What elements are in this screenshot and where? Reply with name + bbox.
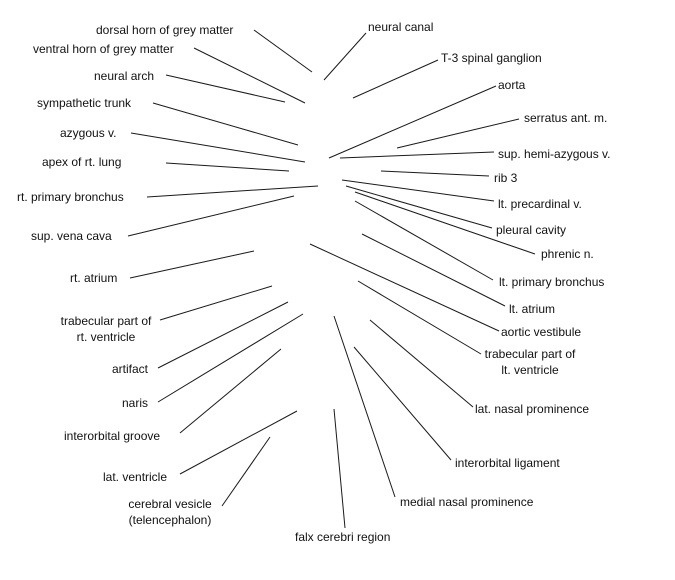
label-lt-atrium: lt. atrium: [509, 302, 556, 316]
label-naris: naris: [122, 396, 149, 410]
leader-apex-rt-lung: [165, 162, 290, 172]
label-ventral-horn: ventral horn of grey matter: [33, 42, 174, 56]
leader-naris: [157, 313, 304, 403]
label-medial-nasal-prominence: medial nasal prominence: [400, 495, 534, 509]
leader-t3-spinal-ganglion: [352, 59, 439, 99]
leader-lt-primary-bronchus: [354, 200, 494, 281]
leader-sympathetic-trunk: [152, 102, 299, 146]
leader-trabecular-lt: [357, 280, 482, 355]
label-lt-primary-bronchus: lt. primary bronchus: [499, 275, 605, 289]
leader-cerebral-vesicle: [221, 436, 271, 507]
label-neural-arch: neural arch: [94, 69, 155, 83]
leader-sup-hemi-azygous-v: [339, 151, 495, 159]
label-trabecular-lt-line2: lt. ventricle: [501, 363, 559, 377]
label-lat-nasal-prominence: lat. nasal prominence: [475, 402, 590, 416]
leader-medial-nasal-prominence: [333, 315, 396, 498]
label-t3-spinal-ganglion: T-3 spinal ganglion: [441, 51, 542, 65]
label-trabecular-rt-line2: rt. ventricle: [76, 330, 136, 344]
leader-lat-nasal-prominence: [369, 319, 474, 408]
label-phrenic-n: phrenic n.: [541, 247, 594, 261]
label-lt-precardinal-v: lt. precardinal v.: [498, 197, 582, 211]
leader-pleural-cavity: [345, 185, 493, 229]
leader-rib-3: [380, 170, 490, 177]
label-falx-cerebri: falx cerebri region: [295, 530, 391, 544]
leader-neural-arch: [165, 74, 286, 103]
leader-lt-atrium: [361, 233, 506, 307]
label-artifact: artifact: [112, 362, 149, 376]
leader-dorsal-horn: [253, 29, 313, 73]
label-cerebral-vesicle: cerebral vesicle (telencephalon): [120, 496, 220, 528]
leader-falx-cerebri: [333, 408, 346, 529]
label-interorbital-ligament: interorbital ligament: [455, 456, 560, 470]
label-interorbital-groove: interorbital groove: [64, 429, 161, 443]
label-aorta: aorta: [498, 78, 526, 92]
label-pleural-cavity: pleural cavity: [496, 223, 567, 237]
label-sup-vena-cava: sup. vena cava: [31, 229, 112, 243]
label-dorsal-horn: dorsal horn of grey matter: [96, 23, 234, 37]
leader-ventral-horn: [193, 47, 306, 104]
label-cerebral-vesicle-line2: (telencephalon): [128, 513, 212, 527]
label-lat-ventricle: lat. ventricle: [103, 470, 168, 484]
leader-serratus-ant-m: [396, 118, 520, 149]
leader-rt-atrium: [129, 250, 255, 279]
leader-interorbital-ligament: [353, 346, 452, 461]
label-cerebral-vesicle-line1: cerebral vesicle: [128, 497, 212, 511]
leader-neural-canal: [323, 32, 367, 81]
label-rt-primary-bronchus: rt. primary bronchus: [17, 190, 124, 204]
label-sympathetic-trunk: sympathetic trunk: [37, 96, 132, 110]
label-neural-canal: neural canal: [368, 20, 434, 34]
leader-aortic-vestibule: [309, 243, 500, 332]
leader-lat-ventricle: [179, 410, 298, 475]
leader-rt-primary-bronchus: [146, 185, 319, 198]
label-apex-rt-lung: apex of rt. lung: [42, 155, 122, 169]
label-rt-atrium: rt. atrium: [70, 271, 118, 285]
leader-azygous-v: [130, 132, 306, 163]
leader-artifact: [157, 301, 289, 369]
label-trabecular-lt: trabecular part of lt. ventricle: [476, 346, 584, 378]
leader-lt-precardinal-v: [341, 179, 495, 202]
label-rib-3: rib 3: [494, 171, 518, 185]
label-trabecular-rt: trabecular part of rt. ventricle: [54, 313, 158, 345]
label-aortic-vestibule: aortic vestibule: [501, 325, 582, 339]
label-trabecular-rt-line1: trabecular part of: [60, 314, 152, 328]
leader-interorbital-groove: [179, 348, 282, 434]
leader-trabecular-rt: [159, 285, 273, 321]
leader-phrenic-n: [354, 191, 536, 255]
leader-aorta: [328, 85, 497, 159]
label-serratus-ant-m: serratus ant. m.: [524, 111, 608, 125]
leader-sup-vena-cava: [127, 195, 295, 237]
label-sup-hemi-azygous-v: sup. hemi-azygous v.: [498, 147, 611, 161]
label-trabecular-lt-line1: trabecular part of: [484, 347, 576, 361]
label-azygous-v: azygous v.: [60, 126, 117, 140]
